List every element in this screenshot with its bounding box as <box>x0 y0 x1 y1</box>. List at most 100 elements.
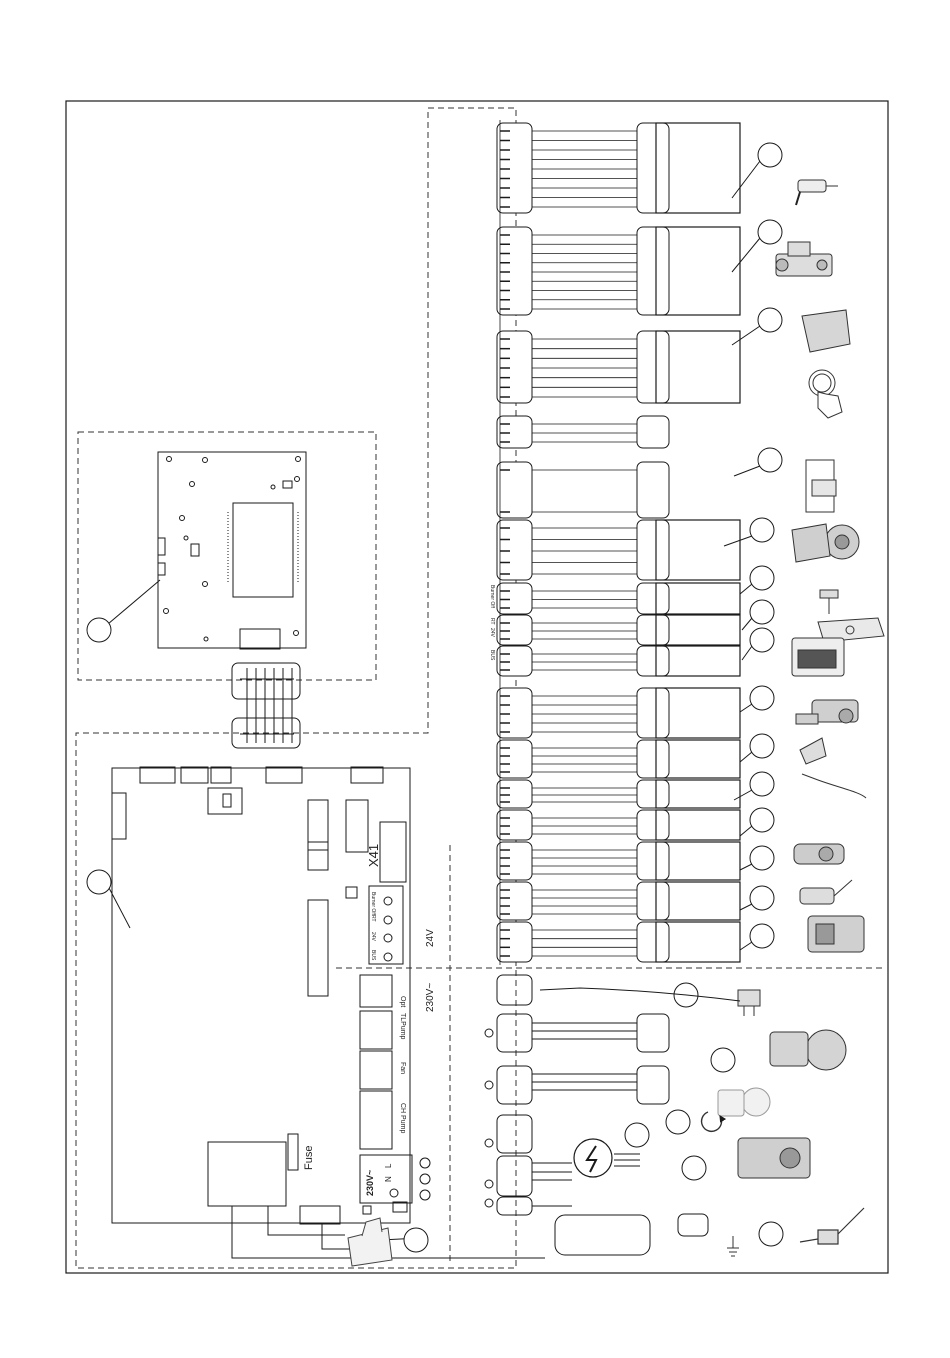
callout-circle <box>750 734 774 758</box>
callout-circle <box>711 1048 735 1072</box>
callout-circle <box>758 448 782 472</box>
display-cover-icon <box>802 310 850 352</box>
harness-connector-left <box>497 583 532 614</box>
callout-circle <box>750 628 774 652</box>
callout-circle <box>750 846 774 870</box>
harness-connector-left <box>497 227 532 315</box>
lowvolt-label-24v: 24V <box>370 932 376 942</box>
harness-connector-right <box>637 227 669 315</box>
temperature-probe-icon <box>820 590 838 614</box>
callout-circle <box>758 143 782 167</box>
terminal-n-label: N <box>384 1176 393 1182</box>
harness-connector-right <box>637 780 669 808</box>
harness-label-bus: BUS <box>489 650 495 661</box>
harness-connector-left <box>497 520 532 580</box>
harness-connector-left <box>497 780 532 808</box>
callout-leader <box>732 238 760 272</box>
earth-ground-icon <box>727 1236 739 1256</box>
harness-connector-right <box>637 810 669 840</box>
harness-label-burner-off: Burner Off <box>489 585 495 609</box>
ignition-electrode-icon <box>800 1208 864 1244</box>
callout-circle <box>666 1110 690 1134</box>
callout-circle <box>750 772 774 796</box>
harness-connector-right <box>637 882 669 920</box>
x41-label: X41 <box>366 844 381 867</box>
harness-connector-right <box>637 615 669 645</box>
gas-valve-icon <box>776 242 832 276</box>
harness-connector-right <box>637 331 669 403</box>
harness-connector-left <box>497 810 532 840</box>
harness-connector-right <box>637 646 669 676</box>
hydraulic-block-icon <box>808 916 864 952</box>
terminal-label-opt: Opt <box>399 996 406 1007</box>
supply-label: 230V~ <box>365 1170 375 1196</box>
harness-connector-right <box>637 583 669 614</box>
sensor-probe-icon <box>796 180 838 205</box>
callout-leader <box>740 942 752 950</box>
temperature-cable-icon <box>802 774 866 798</box>
lowvolt-label-bus: BUS <box>370 950 376 961</box>
harness-connector-right <box>637 842 669 880</box>
callout-leader <box>742 618 752 630</box>
callout-leader <box>740 752 752 762</box>
callout-circle <box>750 566 774 590</box>
flow-turbine-icon <box>794 844 844 864</box>
harness-connector-left <box>497 615 532 645</box>
callout-leader <box>742 646 752 660</box>
callout-leader <box>724 536 752 546</box>
tacho-sensor-icon <box>738 990 760 1016</box>
burner-unit-icon <box>738 1138 810 1178</box>
mains-voltage-label: 230V~ <box>425 983 436 1012</box>
callout-circle <box>750 686 774 710</box>
ground-strip-icon <box>348 1218 392 1266</box>
harness-connector-right <box>637 416 669 448</box>
callout-control-board <box>87 870 111 894</box>
callout-circle <box>758 308 782 332</box>
hall-sensor-icon <box>800 880 852 904</box>
terminal-label-ch-pump: CH Pump <box>399 1103 406 1133</box>
callout-leader <box>734 790 752 800</box>
fan-icon <box>792 524 859 562</box>
callout-circle <box>750 808 774 832</box>
touch-button-icon <box>809 370 842 418</box>
control-board <box>112 767 412 1224</box>
harness-label-rt: RT <box>489 618 495 625</box>
pipe-clip-sensor-icon <box>806 460 836 512</box>
pump-icon <box>770 1030 846 1070</box>
terminal-label-fan: Fan <box>399 1062 406 1074</box>
callout-circle <box>750 886 774 910</box>
diverter-valve-icon <box>796 700 858 724</box>
callout-leader <box>740 826 752 836</box>
callout-leader <box>732 326 760 345</box>
callout-circle <box>750 518 774 542</box>
callout-leader <box>740 704 752 712</box>
harness-connector-left <box>497 123 532 213</box>
callout-circle <box>625 1123 649 1147</box>
harness-connector-right <box>637 688 669 738</box>
water-pressure-sensor-icon <box>800 738 826 764</box>
callout-circle <box>750 600 774 624</box>
harness-connector-right <box>637 462 669 518</box>
ribbon-connector <box>232 663 300 748</box>
callout-leader <box>740 864 752 870</box>
harness-connector-left <box>497 331 532 403</box>
callout-circle <box>759 1222 783 1246</box>
terminal-l-label: L <box>384 1163 393 1168</box>
secondary-pump-icon <box>718 1088 770 1116</box>
harness-connector-right <box>637 922 669 962</box>
terminal-label-tlpump: TLPump <box>399 1013 406 1040</box>
lowvolt-label-rt: RT <box>370 915 376 922</box>
fuse-label: Fuse <box>303 1146 315 1170</box>
harness-connector-left <box>497 646 532 676</box>
callout-leader <box>732 161 760 198</box>
room-thermostat-icon <box>792 638 844 676</box>
harness-connector-right <box>637 123 669 213</box>
callout-circle <box>750 924 774 948</box>
callout-circle <box>682 1156 706 1180</box>
harness-connector-right <box>637 520 669 580</box>
callout-circle <box>758 220 782 244</box>
mains-ground-symbols <box>485 1029 493 1207</box>
callout-ground-strip <box>404 1228 428 1252</box>
board-leaders <box>108 580 545 1258</box>
